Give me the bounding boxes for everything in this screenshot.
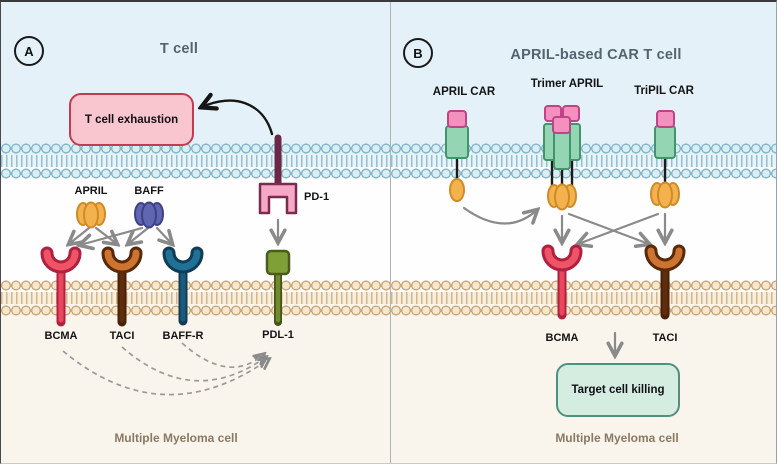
- taci-label: TACI: [109, 330, 135, 342]
- bcma-label: BCMA: [545, 332, 579, 344]
- myeloma-cell-membrane: [1, 279, 776, 317]
- t-cell-exhaustion-box: T cell exhaustion: [69, 93, 194, 146]
- panel-a-badge: A: [14, 36, 44, 66]
- taci-label: TACI: [652, 332, 678, 344]
- t-cell-membrane: [1, 142, 776, 180]
- extracellular-space-background: [1, 162, 776, 298]
- myeloma-cell-label-b: Multiple Myeloma cell: [555, 431, 679, 445]
- lipid-heads-row: [1, 167, 776, 180]
- panel-b-badge: B: [403, 38, 433, 68]
- lipid-heads-row: [1, 279, 776, 292]
- bcma-label: BCMA: [44, 330, 78, 342]
- baff-r-label: BAFF-R: [162, 330, 204, 342]
- panel-a-title: T cell: [159, 41, 199, 57]
- lipid-heads-row: [1, 142, 776, 155]
- panel-divider-line: [390, 2, 391, 463]
- panel-b-title: APRIL-based CAR T cell: [510, 47, 682, 63]
- baff-label: BAFF: [134, 185, 164, 197]
- pdl1-label: PDL-1: [262, 329, 294, 341]
- tripil-car-label: TriPIL CAR: [634, 85, 694, 97]
- target-cell-killing-box: Target cell killing: [556, 363, 680, 417]
- april-car-label: APRIL CAR: [432, 86, 496, 98]
- lipid-tails-row: [1, 292, 776, 304]
- lipid-heads-row: [1, 304, 776, 317]
- trimer-april-label: Trimer APRIL: [530, 78, 604, 90]
- april-label: APRIL: [74, 185, 108, 197]
- myeloma-cell-label-a: Multiple Myeloma cell: [114, 431, 238, 445]
- lipid-tails-row: [1, 155, 776, 167]
- pd1-label: PD-1: [304, 191, 330, 203]
